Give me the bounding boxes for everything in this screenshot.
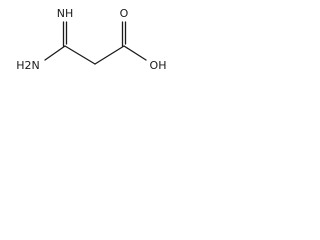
imine-nh-label: NH — [57, 7, 74, 20]
chemical-structure: NH H2N O OH — [16, 7, 167, 72]
amine-nh2-label: H2N — [16, 59, 40, 72]
hydroxyl-single-bond — [123, 45, 147, 61]
amidine-ch2-bond — [64, 45, 96, 65]
ch2-carboxyl-bond — [94, 45, 125, 65]
hydroxyl-oh-label: OH — [150, 59, 167, 72]
amine-single-bond — [44, 45, 66, 61]
carbonyl-o-label: O — [120, 7, 129, 20]
